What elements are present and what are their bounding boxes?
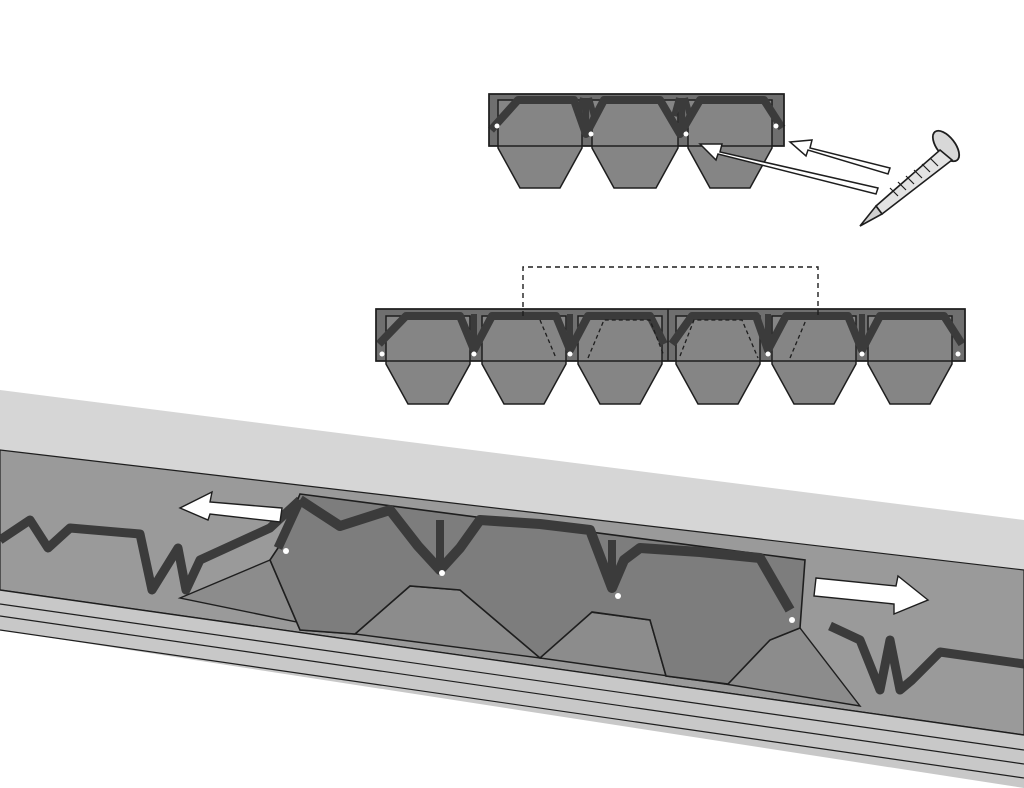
nail-direction-arrows xyxy=(698,139,891,195)
slide-right-arrow-icon xyxy=(813,574,930,616)
nail-hole xyxy=(765,351,771,357)
roof-installation-view xyxy=(0,390,1024,788)
nail-hole xyxy=(773,123,779,129)
nail-hole xyxy=(379,351,385,357)
nail-hole xyxy=(615,593,621,599)
nail-hole xyxy=(588,131,594,137)
nail-hole xyxy=(439,570,445,576)
nail-hole xyxy=(494,123,500,129)
slide-left-arrow-icon xyxy=(178,490,283,523)
nail-hole xyxy=(567,351,573,357)
nail-hole xyxy=(471,351,477,357)
nail-hole xyxy=(683,131,689,137)
nail-hole xyxy=(859,351,865,357)
roofing-nail-icon xyxy=(859,129,961,227)
nail-hole xyxy=(789,617,795,623)
shingle-strip-nailed xyxy=(488,93,786,189)
shingle-strips-overlapped xyxy=(375,266,966,405)
nail-hole xyxy=(955,351,961,357)
nail-hole xyxy=(283,548,289,554)
